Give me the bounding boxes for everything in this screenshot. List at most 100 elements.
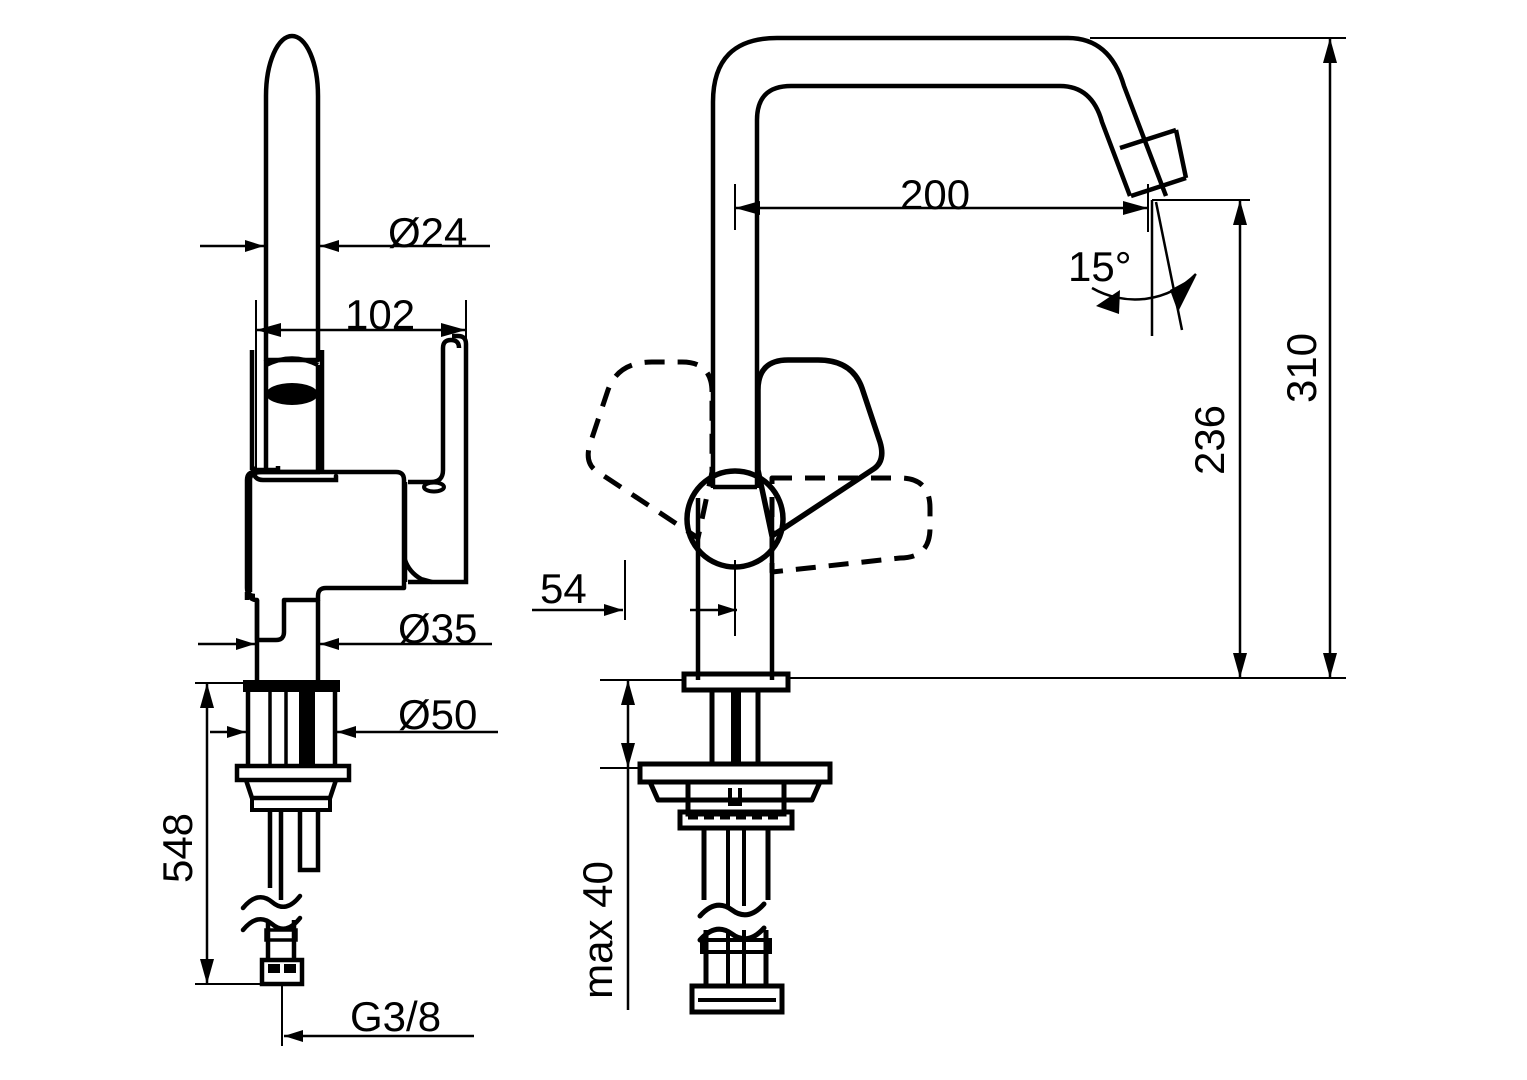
side-view-group: Ø24 102 Ø35 [154,33,498,1046]
base-shank [709,690,761,766]
front-view-lever-dashed-up [585,359,715,541]
dimension-200: 200 [734,171,1149,232]
escutcheon-inner-lines [268,692,288,768]
supply-tubes-upper [267,812,321,888]
dimension-label-548: 548 [154,813,201,883]
dimension-label-g38: G3/8 [350,993,441,1040]
mounting-washer-cone [647,780,823,803]
d102-ext-lines [255,300,467,470]
d236-ext-lines [790,199,1250,679]
hose-pair-inner [726,828,746,906]
a15-arrow-left [1096,290,1120,314]
lock-nut [677,809,795,831]
body-outline-main [246,469,407,643]
dimension-310: 310 [790,37,1346,679]
dimension-236: 236 [790,199,1250,679]
d102-arrow-right [441,323,466,337]
hose-collar [264,928,298,942]
spout-aerator-hole [422,480,446,494]
hose-lower-collar [700,938,772,954]
d548-arrow-up [200,683,214,708]
front-view-lever-dashed-side [769,475,933,575]
dimension-label-236: 236 [1186,405,1233,475]
lever-dashed-side-outline [769,475,933,575]
break-line-front-upper [697,901,767,919]
d310-arrow-down [1323,653,1337,678]
dimension-label-dia24: Ø24 [388,209,467,256]
dimension-label-54: 54 [540,565,587,612]
handle-stem [263,360,321,470]
dimension-label-max40: max 40 [574,861,621,999]
hose-end-detail-a [268,964,280,973]
d102-arrow-left [256,323,281,337]
break-line-lower [240,915,303,933]
mounting-washer [637,761,833,785]
front-view-base [637,671,833,1015]
dimension-dia24: Ø24 [200,185,490,265]
dia24-ext-lines [265,185,319,265]
front-view-lever-solid [755,357,885,539]
d236-arrow-down [1233,653,1247,678]
spout-hook-chamfer [402,559,433,585]
aerator-top-edge [1119,127,1177,151]
side-view-handle [263,33,321,470]
handle-ring-upper [264,356,320,368]
dia35-ext-lines [256,600,319,660]
mounting-nut-slot [728,788,742,806]
d236-arrow-up [1233,200,1247,225]
dimension-102: 102 [255,291,467,470]
dimension-label-200: 200 [900,171,970,218]
side-view-hose [240,893,305,987]
spout-hook-inner [408,337,462,485]
front-view-spout [710,35,1189,470]
escutcheon-sides [245,692,338,768]
aerator-bottom-edge [1130,175,1187,199]
handle-ring-ellipse [266,383,318,405]
hose-end-fitting [259,957,305,987]
hose-end-detail-b [284,964,296,973]
dimension-g38: G3/8 [281,986,474,1046]
dimension-15deg: 15° [1068,200,1197,336]
d548-arrow-down [200,959,214,984]
d310-ext-lines [790,37,1346,679]
max40-arrow-down [621,743,635,768]
hose-pair-outer [701,828,771,900]
d548-ext-lines [195,682,266,985]
a15-arrow-right [1170,276,1196,312]
escutcheon-top-plate [243,680,340,692]
dimension-label-15deg: 15° [1068,243,1132,290]
d54-ext-lines [624,560,736,636]
spout-outer-wall [710,35,1169,470]
base-collar [681,671,791,693]
handle-outline [263,33,321,363]
lever-solid-outline [755,357,885,539]
spout-hook-outer [408,344,469,585]
dimension-label-dia35: Ø35 [398,605,477,652]
mounting-flange [234,763,352,783]
dimension-dia50: Ø50 [210,691,498,760]
escutcheon-inner-dark [299,692,315,768]
break-line-upper [240,893,303,911]
max40-ext-lines [600,679,686,769]
side-view-escutcheon [234,680,352,900]
dimension-label-dia50: Ø50 [398,691,477,738]
d200-arrow-right [1123,201,1148,215]
dimension-dia35: Ø35 [198,600,492,660]
hose-end-fitting-front [689,983,785,1015]
d200-arrow-left [735,201,760,215]
dimension-54: 54 [532,560,737,636]
lever-dashed-up-outline [585,359,715,541]
d310-arrow-up [1323,38,1337,63]
mounting-cone [243,779,339,801]
mounting-nut [250,796,332,812]
dimension-548: 548 [154,682,266,985]
dia50-ext-lines [247,700,336,760]
aerator-outer-face [1173,129,1189,179]
dimension-label-102: 102 [345,291,415,338]
front-view-group: 200 15° 236 [532,35,1346,1015]
dimension-max40: max 40 [574,679,686,1010]
spout-inner-wall [754,83,1133,470]
break-line-front-lower [697,925,767,943]
